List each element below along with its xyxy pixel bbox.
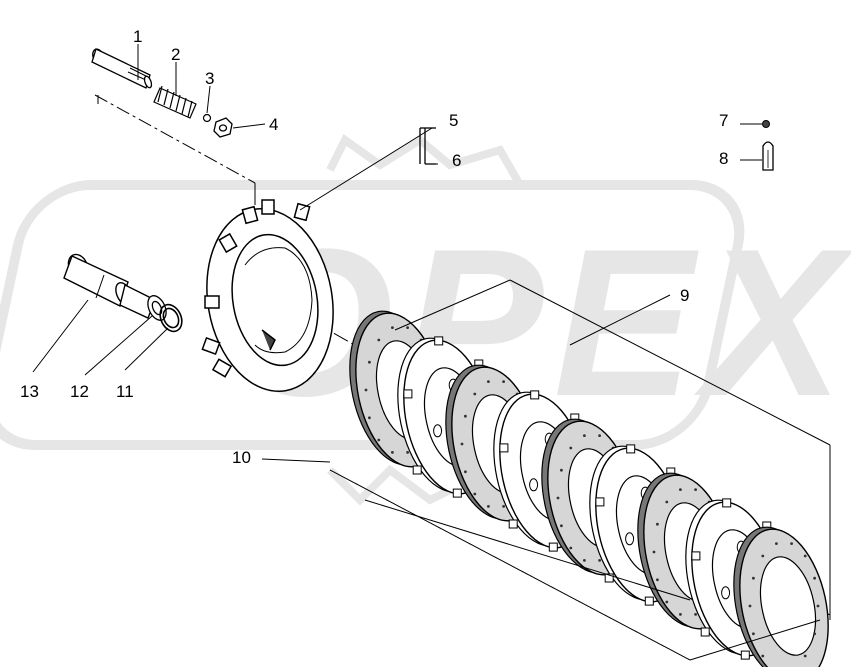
callout-3: 3 — [205, 69, 214, 88]
part-11-circlip — [159, 303, 183, 333]
callout-1: 1 — [133, 27, 142, 46]
callout-9: 9 — [680, 286, 689, 305]
friction-disc — [733, 526, 829, 667]
callout-11: 11 — [116, 382, 134, 401]
callout-labels: 1 2 3 4 5 6 7 8 9 10 11 12 13 — [20, 27, 728, 467]
callout-12: 12 — [70, 382, 89, 401]
leader-lines — [32, 44, 762, 463]
part-3-ball — [202, 113, 212, 123]
part-7-small-nut — [762, 120, 770, 128]
part-4-nut — [213, 117, 233, 138]
disc-pack-outline — [329, 279, 831, 661]
callout-5: 5 — [449, 111, 458, 130]
callout-2: 2 — [171, 45, 180, 64]
callout-10: 10 — [232, 448, 251, 467]
callout-6: 6 — [452, 151, 461, 170]
callout-13: 13 — [20, 382, 39, 401]
part-2-spring — [153, 85, 197, 119]
callout-7: 7 — [719, 111, 728, 130]
part-8-dowel-pin — [762, 141, 774, 171]
callout-8: 8 — [719, 149, 728, 168]
part-13-shaft — [63, 253, 156, 319]
callout-4: 4 — [269, 115, 278, 134]
clutch-housing — [201, 199, 334, 392]
part-1-pin — [91, 48, 153, 89]
disc-stack — [349, 310, 829, 667]
